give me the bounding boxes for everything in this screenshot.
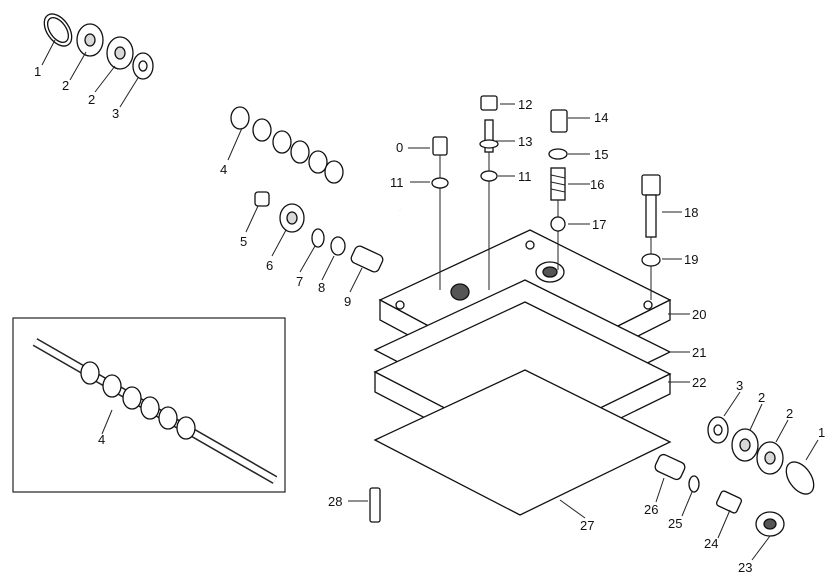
ball-17	[550, 216, 566, 232]
part-9-sleeve	[350, 245, 384, 273]
bearing-right-a	[731, 428, 759, 462]
snap-ring-right	[785, 461, 815, 495]
washer-19	[641, 253, 661, 267]
callout-4: 4	[220, 162, 227, 177]
callout-23: 23	[738, 560, 752, 575]
plug-14	[550, 109, 568, 133]
callout-26: 26	[644, 502, 658, 517]
callout-3: 3	[112, 106, 119, 121]
callout-27: 27	[580, 518, 594, 533]
bearing-top-left-b	[106, 36, 134, 70]
callout-18: 18	[684, 205, 698, 220]
bolt-28	[369, 487, 381, 523]
callout-12: 12	[518, 97, 532, 112]
callout-20: 20	[692, 307, 706, 322]
washer-top-left	[132, 52, 154, 80]
callout-1: 1	[34, 64, 41, 79]
part-5-sleeve	[254, 191, 270, 207]
gasket-27	[373, 369, 672, 516]
washer-right	[707, 416, 729, 444]
part-26	[654, 453, 686, 481]
callout-14: 14	[594, 110, 608, 125]
callout-8: 8	[318, 280, 325, 295]
callout-22: 22	[692, 375, 706, 390]
part-25-oring	[688, 475, 700, 493]
callout-11: 11	[518, 169, 532, 184]
washer-11-left	[431, 177, 449, 189]
callout-21: 21	[692, 345, 706, 360]
leader-lines	[41, 39, 819, 561]
bolt-12	[480, 95, 498, 111]
callout-2: 2	[88, 92, 95, 107]
callout-2: 2	[786, 406, 793, 421]
washer-15	[548, 148, 568, 160]
callout-25: 25	[668, 516, 682, 531]
spool-shaft	[156, 69, 402, 213]
callout-0: 0	[396, 140, 403, 155]
part-24	[715, 490, 743, 514]
callout-16: 16	[590, 177, 604, 192]
part-7-oring	[311, 228, 325, 248]
spring-16	[550, 167, 566, 270]
inset-detail-box	[12, 317, 286, 493]
snap-ring-top-left	[43, 13, 73, 47]
callout-13: 13	[518, 134, 532, 149]
callout-24: 24	[704, 536, 718, 551]
bearing-top-left-a	[76, 23, 104, 57]
callout-28: 28	[328, 494, 342, 509]
callout-7: 7	[296, 274, 303, 289]
callout-2: 2	[62, 78, 69, 93]
part-6-plug	[279, 203, 305, 233]
washer-11-right	[480, 170, 498, 182]
callout-19: 19	[684, 252, 698, 267]
callout-2: 2	[758, 390, 765, 405]
part-8-ring	[330, 236, 346, 256]
bolt-0	[432, 136, 448, 290]
callout-1: 1	[818, 425, 825, 440]
bolt-18	[641, 174, 661, 300]
callout-4: 4	[98, 432, 105, 447]
callout-5: 5	[240, 234, 247, 249]
callout-11: 11	[390, 175, 404, 190]
callout-15: 15	[594, 147, 608, 162]
callout-3: 3	[736, 378, 743, 393]
callout-labels: 1 2 2 3 4 5 6 7 8 9 0 11 11 12 13 14 15 …	[34, 64, 825, 575]
callout-6: 6	[266, 258, 273, 273]
bearing-right-b	[756, 441, 784, 475]
callout-17: 17	[592, 217, 606, 232]
plug-23	[755, 511, 785, 537]
callout-9: 9	[344, 294, 351, 309]
